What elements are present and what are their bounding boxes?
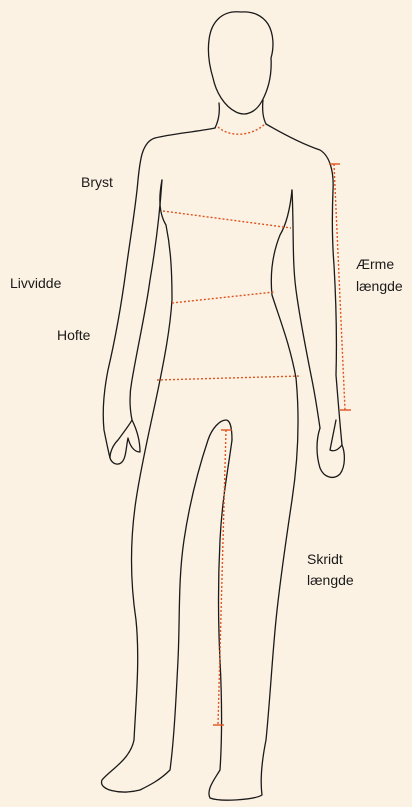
left-arm-inner — [130, 180, 162, 420]
label-chest: Bryst — [81, 172, 113, 192]
neck-measure-line — [218, 124, 265, 134]
right-arm-inner — [292, 190, 320, 428]
label-sleeve-line1: Ærme — [356, 254, 394, 274]
neck-left — [215, 103, 219, 128]
waist-measure-line — [172, 292, 274, 303]
label-hip: Hofte — [57, 325, 90, 345]
left-shoulder-arm-outer — [103, 128, 215, 458]
right-leg-outer — [209, 378, 298, 800]
right-shoulder-arm-outer — [266, 124, 342, 445]
label-inseam-line2: længde — [307, 570, 354, 590]
neck-right — [263, 100, 266, 124]
hip-measure-line — [157, 376, 301, 380]
label-sleeve-line2: længde — [356, 276, 403, 296]
label-inseam-line1: Skridt — [307, 549, 343, 569]
torso-left — [160, 180, 172, 380]
chest-measure-line — [163, 211, 291, 228]
left-leg-outer — [102, 380, 232, 792]
left-hand — [110, 420, 140, 464]
label-waist: Livvidde — [10, 273, 61, 293]
head-outline — [208, 12, 273, 114]
